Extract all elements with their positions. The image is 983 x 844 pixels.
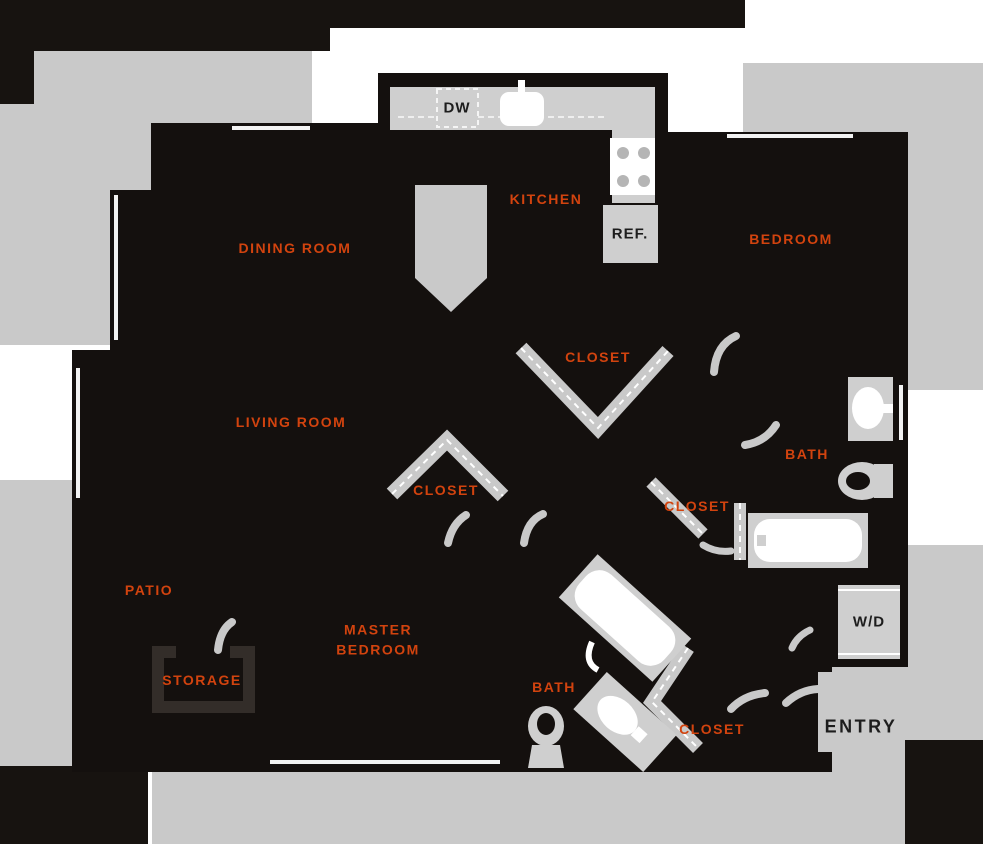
window-dining-top	[232, 126, 310, 130]
entry-door-opening	[818, 672, 834, 752]
stove-burner	[638, 147, 650, 159]
door-arc-storage	[214, 618, 236, 654]
door-arc-bath-hall	[741, 421, 780, 449]
room-label-bedroom: BEDROOM	[749, 230, 833, 247]
refrigerator-box	[603, 205, 658, 263]
unit-silhouette	[72, 73, 908, 772]
refrigerator-label: REF.	[611, 225, 649, 243]
door-arc-master-1	[444, 511, 470, 547]
door-arc-entry-1	[727, 689, 769, 713]
toilet-seat-lower-bath	[537, 713, 555, 735]
toilet-tank-lower-bath	[528, 745, 564, 768]
room-label-storage: STORAGE	[162, 671, 242, 688]
washer-dryer-line-top	[838, 589, 900, 591]
room-label-closet-living: CLOSET	[413, 481, 479, 498]
island-column	[415, 185, 487, 312]
vanity-lower-bath	[573, 671, 677, 773]
door-arc-entry-2	[782, 685, 822, 707]
dishwasher-box	[436, 88, 479, 128]
closet-bath-rod	[650, 481, 704, 535]
room-label-bath-right: BATH	[785, 445, 829, 462]
window-bath-right	[899, 385, 903, 440]
stove	[610, 138, 655, 195]
neighbor-area-left	[0, 480, 72, 768]
building-band-left	[0, 0, 34, 104]
sink	[500, 92, 544, 126]
door-arc-bedroom	[710, 332, 740, 376]
neighbor-area-top-right	[743, 63, 983, 390]
window-bedroom-top	[727, 134, 853, 138]
neighbor-area-bottom-right	[152, 545, 983, 844]
closet-entry-shelf	[642, 644, 703, 753]
storage-walls	[152, 646, 255, 713]
stove-burner	[617, 175, 629, 187]
tub-right-bath	[754, 519, 862, 562]
room-label-patio: PATIO	[124, 581, 174, 598]
door-arc-master-2	[520, 510, 547, 547]
stove-burner	[638, 175, 650, 187]
window-dining-left	[114, 195, 118, 340]
room-label-kitchen: KITCHEN	[509, 190, 583, 207]
vanity-sink-right-bath	[852, 387, 884, 429]
closet-living-rod	[391, 438, 504, 497]
neighbor-area-top-left	[0, 51, 312, 345]
toilet-seat-right-bath	[846, 472, 870, 490]
entry-label: ENTRY	[824, 716, 898, 737]
stove-burner	[617, 147, 629, 159]
door-arc-closet-bath	[699, 541, 735, 555]
window-living-left	[76, 368, 80, 498]
window-master-bottom	[270, 760, 500, 764]
tub-faucet-right-bath	[757, 535, 766, 546]
tub-hose-lower-bath	[585, 640, 600, 673]
room-label-closet-entry: CLOSET	[679, 720, 745, 737]
room-label-dining: DINING ROOM	[238, 239, 352, 256]
vanity-faucet-right-bath	[882, 404, 893, 413]
building-band-bottom-right	[905, 740, 983, 844]
room-label-living: LIVING ROOM	[235, 413, 347, 430]
closet-hall-rod	[520, 347, 669, 430]
building-band-bottom-left	[0, 766, 148, 844]
room-label-closet-bath: CLOSET	[664, 497, 730, 514]
room-label-master: MASTER BEDROOM	[336, 621, 420, 658]
washer-dryer-box	[838, 585, 900, 659]
dishwasher-label: DW	[443, 99, 471, 117]
tub-lower-bath	[558, 554, 692, 682]
building-band-top-left	[0, 0, 330, 51]
sink-faucet	[518, 80, 525, 93]
washer-dryer-line-bottom	[838, 653, 900, 655]
room-label-closet-hall: CLOSET	[565, 348, 631, 365]
washer-dryer-label: W/D	[852, 613, 886, 631]
room-label-bath-lower: BATH	[532, 678, 576, 695]
door-arc-wd	[788, 626, 814, 652]
